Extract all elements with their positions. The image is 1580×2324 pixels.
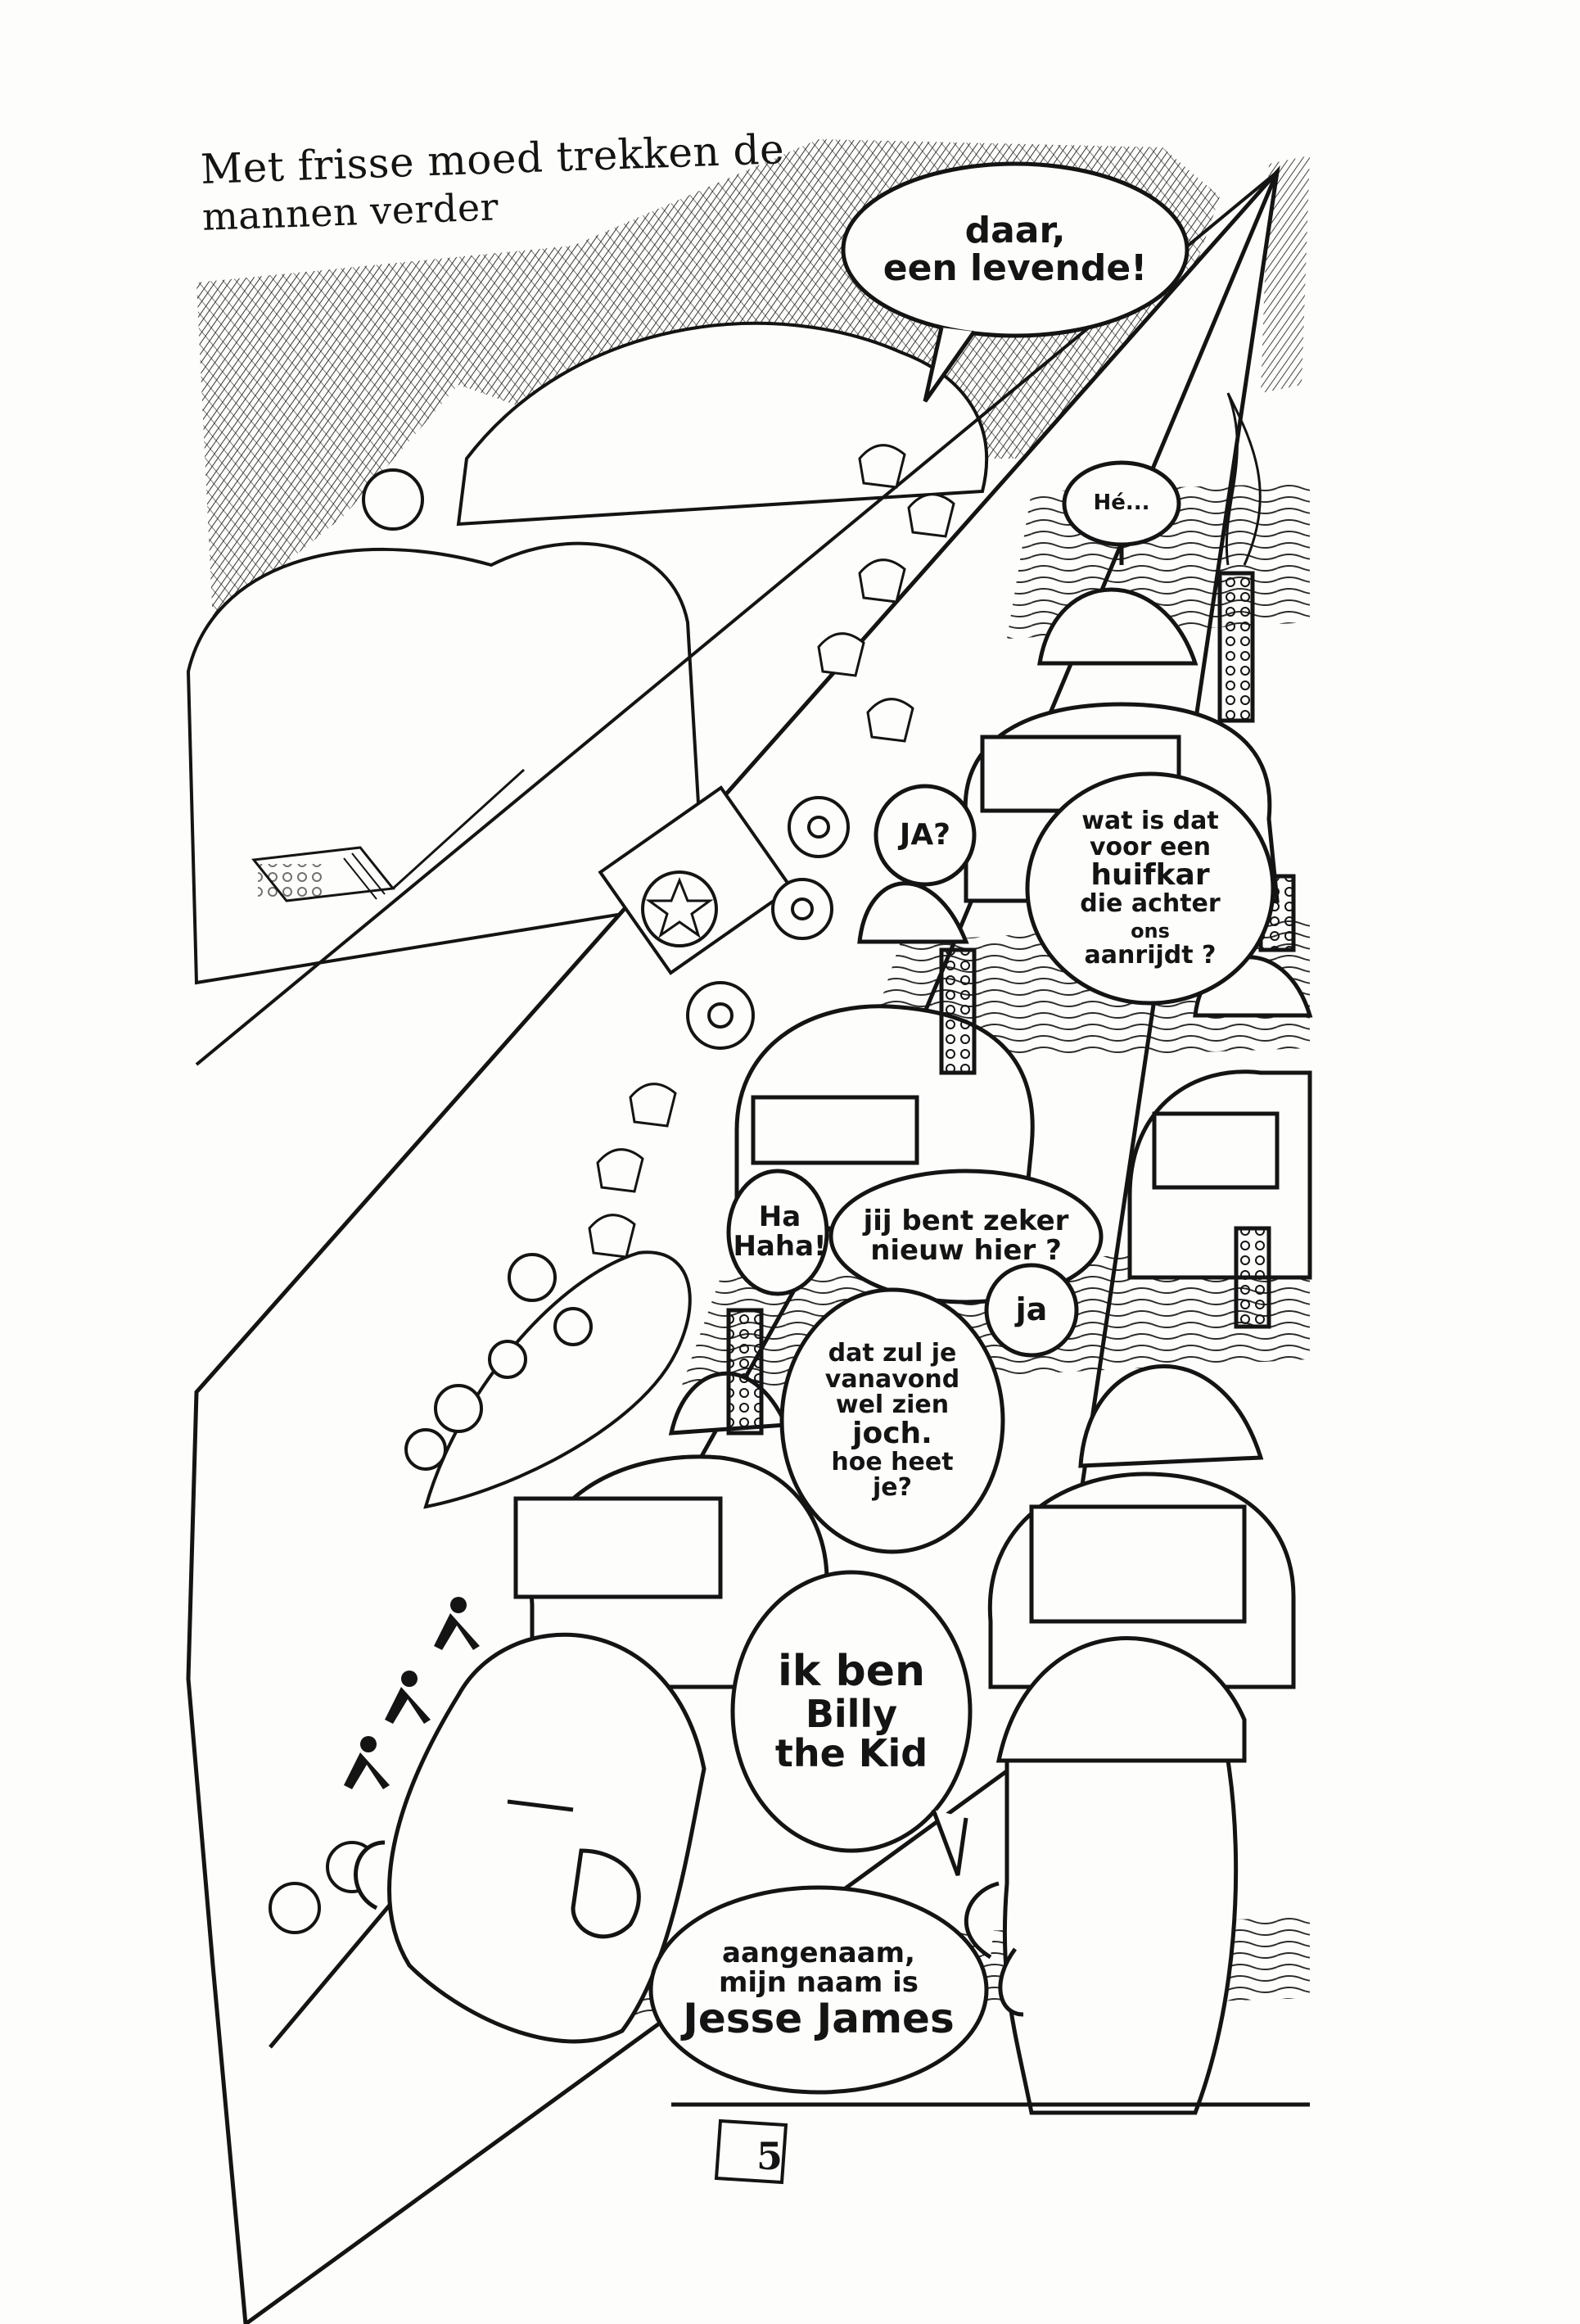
soldier-middle-right: [1127, 874, 1313, 1280]
head-left-billy: [354, 1632, 706, 2044]
speech-bubble-jesse: aangenaam, mijn naam is Jesse James: [683, 1937, 955, 2043]
speech-bubble-ja: ja: [1015, 1291, 1048, 1328]
soldier-lower-left: [513, 1308, 829, 1689]
speech-bubble-nieuw: jij bent zeker nieuw hier ?: [863, 1205, 1069, 1267]
speech-bubble-billy: ik ben Billy the Kid: [774, 1647, 928, 1776]
page-number-tag: [714, 2118, 788, 2185]
soldier-lower-right: [987, 1226, 1296, 1689]
star-emblem-icon: [641, 870, 718, 947]
speech-bubble-huifkar: wat is dat voor een huifkar die achter o…: [1080, 807, 1221, 970]
speech-bubble-ja-q: JA?: [899, 818, 951, 852]
head-right-jesse: [964, 1636, 1247, 2115]
page-number: 5: [756, 2134, 783, 2178]
speech-bubble-levende: daar, een levende!: [883, 209, 1148, 289]
speech-bubble-shapes: [648, 161, 1275, 2095]
speech-bubble-he: Hé...: [1093, 491, 1150, 516]
speech-bubble-vanavond: dat zul je vanavond wel zien joch. hoe h…: [824, 1339, 960, 1503]
speech-bubble-haha: Ha Haha!: [733, 1200, 827, 1263]
us-flag-icon: [251, 768, 526, 902]
